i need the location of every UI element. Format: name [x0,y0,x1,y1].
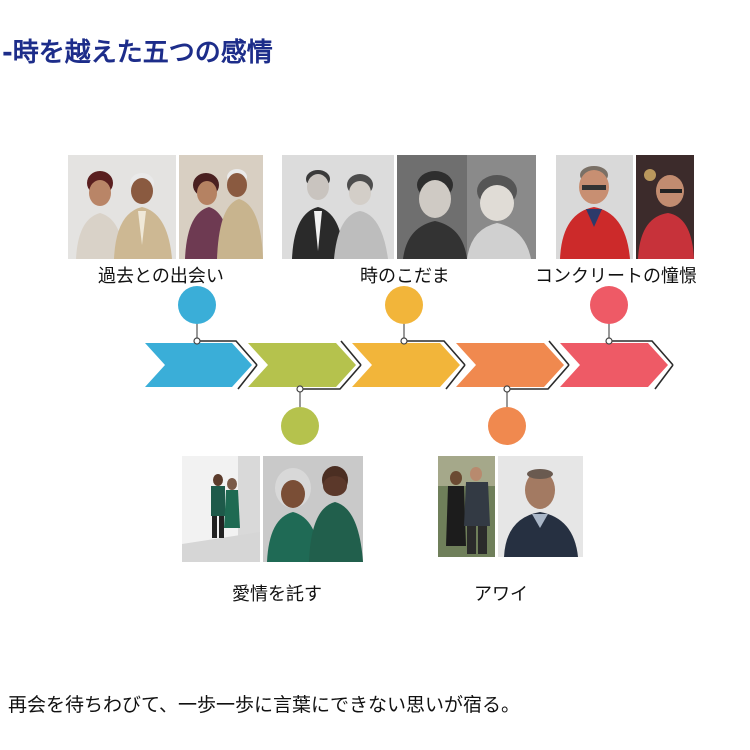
page-title: -時を越えた五つの感情 [2,38,273,68]
event-label-1: 過去との出会い [98,266,224,287]
photo-elderly-couple-portrait [68,155,176,259]
timeline-node-5 [590,286,628,324]
event-label-4: アワイ [474,584,528,605]
chevron-segment-3 [352,343,460,387]
photo-couple-green-outfits [263,456,363,562]
photo-man-night [636,155,694,259]
photo-bw-couple-portrait [282,155,394,259]
event-label-3: 時のこだま [360,266,450,287]
photo-couple-dancing [179,155,263,259]
photo-couple-gallery [182,456,260,562]
chevron-segment-1 [145,343,252,387]
timeline-node-4 [488,407,526,445]
chevron-segment-4 [456,343,564,387]
photo-man-sweater [498,456,583,557]
timeline-node-2 [281,407,319,445]
timeline-node-3 [385,286,423,324]
photo-couple-standing [438,456,495,557]
chevron-segment-5 [560,343,668,387]
chevron-segment-2 [248,343,356,387]
caption-text: 再会を待ちわびて、一歩一歩に言葉にできない思いが宿る。 [8,694,521,716]
photo-bw-couple-closeup [397,155,536,259]
event-label-5: コンクリートの憧憬 [535,266,697,287]
photo-man-red-jacket [556,155,633,259]
timeline-node-1 [178,286,216,324]
event-label-2: 愛情を託す [232,584,322,605]
